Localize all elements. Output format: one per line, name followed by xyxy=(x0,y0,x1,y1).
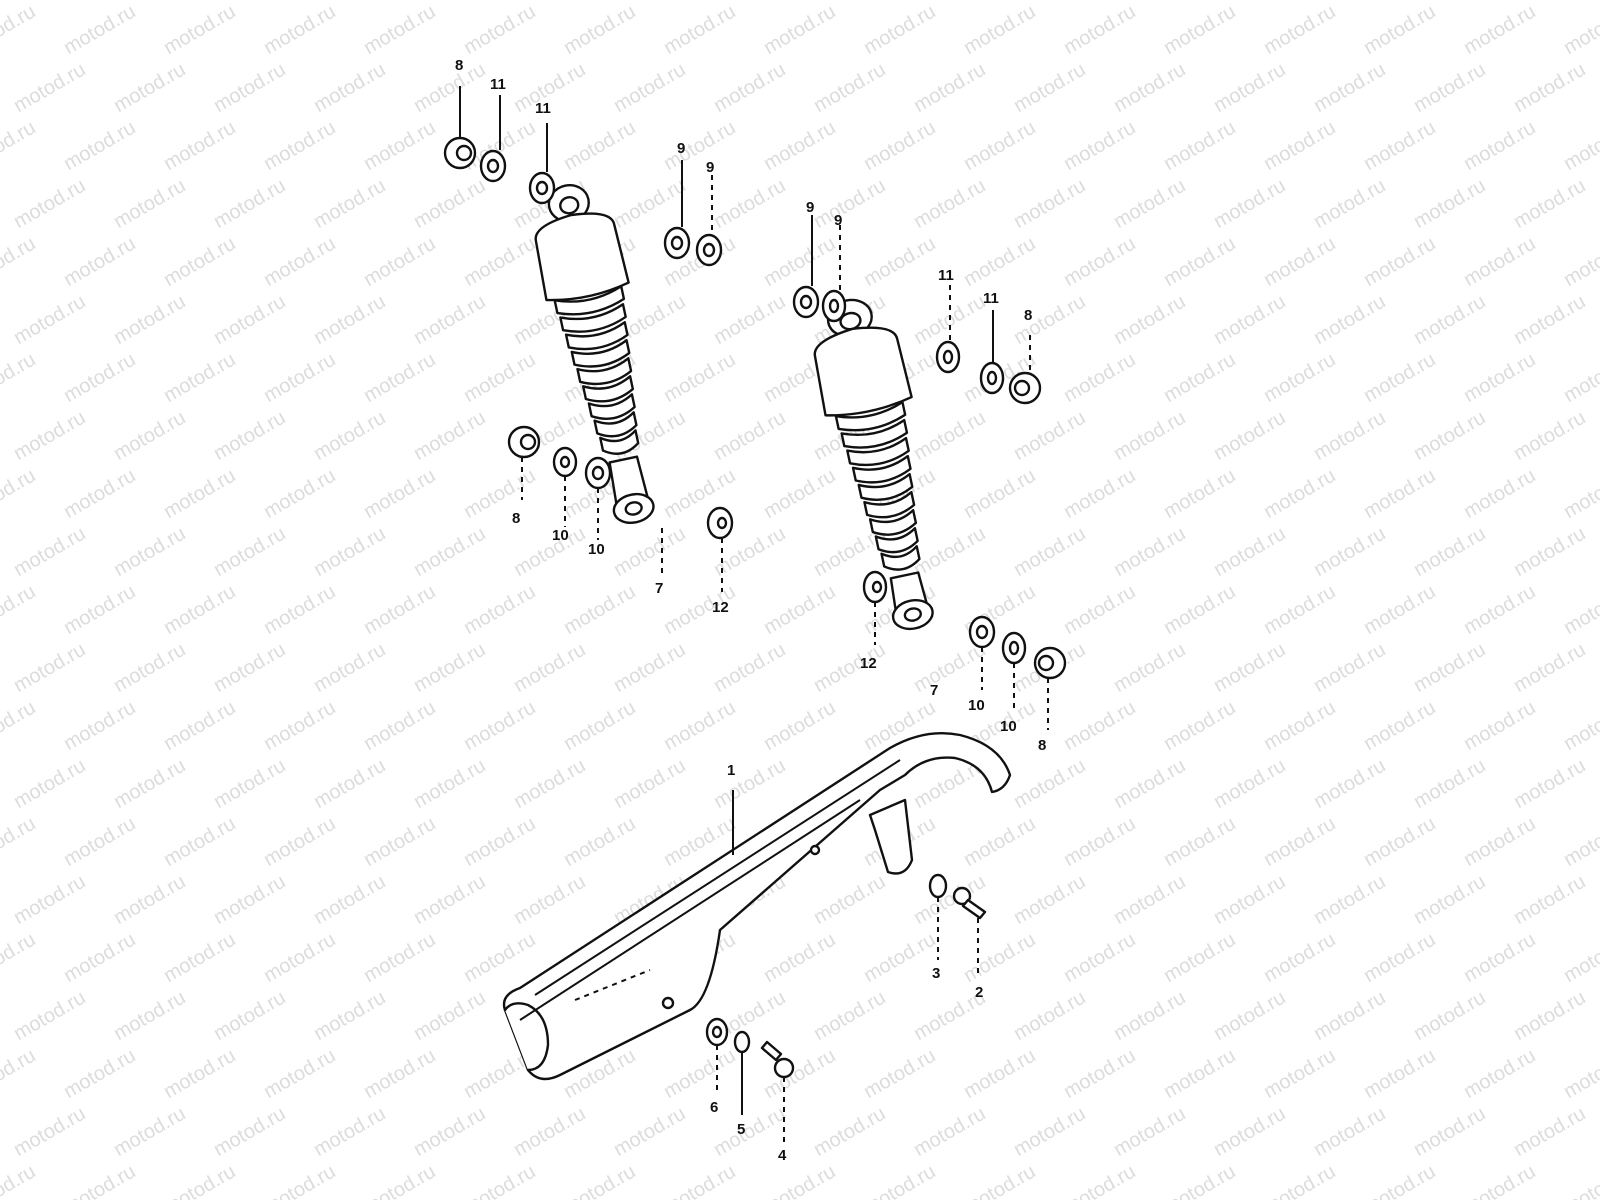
washer-icon xyxy=(821,289,847,323)
callout-9: 9 xyxy=(706,159,714,176)
callout-8: 8 xyxy=(1038,737,1046,754)
callout-2: 2 xyxy=(975,984,983,1001)
right-shock-absorber xyxy=(813,298,934,631)
washer-icon xyxy=(968,615,996,649)
left-shock-absorber xyxy=(534,183,655,524)
callout-11: 11 xyxy=(490,76,506,93)
callout-11: 11 xyxy=(938,267,954,284)
callout-12: 12 xyxy=(860,655,877,672)
washer-icon xyxy=(705,1017,729,1047)
callout-1: 1 xyxy=(727,762,735,779)
callout-11: 11 xyxy=(983,290,999,307)
callout-8: 8 xyxy=(1024,307,1032,324)
callout-10: 10 xyxy=(552,527,569,544)
washer-icon xyxy=(663,226,691,260)
lock-washer-icon xyxy=(928,873,948,899)
left-spring xyxy=(553,284,640,455)
lock-washer-icon xyxy=(733,1030,751,1054)
bolt-icon xyxy=(760,1040,795,1079)
chain-case xyxy=(502,732,1012,1081)
callout-10: 10 xyxy=(1000,718,1017,735)
callout-5: 5 xyxy=(737,1121,745,1138)
washer-icon xyxy=(552,446,578,478)
nut-icon xyxy=(443,136,477,170)
callout-8: 8 xyxy=(512,510,520,527)
callout-4: 4 xyxy=(778,1147,787,1164)
callout-7: 7 xyxy=(930,682,938,699)
callout-12: 12 xyxy=(712,599,729,616)
nut-icon xyxy=(1033,646,1067,680)
callout-10: 10 xyxy=(968,697,985,714)
washer-icon xyxy=(695,233,723,267)
callout-7: 7 xyxy=(655,580,663,597)
washer-icon xyxy=(1001,631,1027,665)
callouts: 8 11 11 9 9 9 9 11 11 8 8 10 10 7 12 12 … xyxy=(455,57,1046,1164)
collar-icon xyxy=(862,570,888,604)
washer-icon xyxy=(528,171,556,205)
callout-11: 11 xyxy=(535,100,551,117)
nut-icon xyxy=(1008,371,1042,405)
callout-8: 8 xyxy=(455,57,463,74)
callout-9: 9 xyxy=(806,199,814,216)
leader-lines xyxy=(459,86,1049,1145)
right-spring xyxy=(834,400,921,571)
washer-icon xyxy=(935,340,961,374)
hardware xyxy=(443,136,1067,1079)
callout-6: 6 xyxy=(710,1099,718,1116)
bolt-icon xyxy=(952,886,987,920)
nut-icon xyxy=(507,425,541,459)
washer-icon xyxy=(979,361,1005,395)
callout-9: 9 xyxy=(834,212,842,229)
callout-3: 3 xyxy=(932,965,940,982)
washer-icon xyxy=(792,285,820,319)
callout-10: 10 xyxy=(588,541,605,558)
callout-9: 9 xyxy=(677,140,685,157)
washer-icon xyxy=(479,149,507,183)
collar-icon xyxy=(706,506,734,540)
washer-icon xyxy=(584,456,612,490)
